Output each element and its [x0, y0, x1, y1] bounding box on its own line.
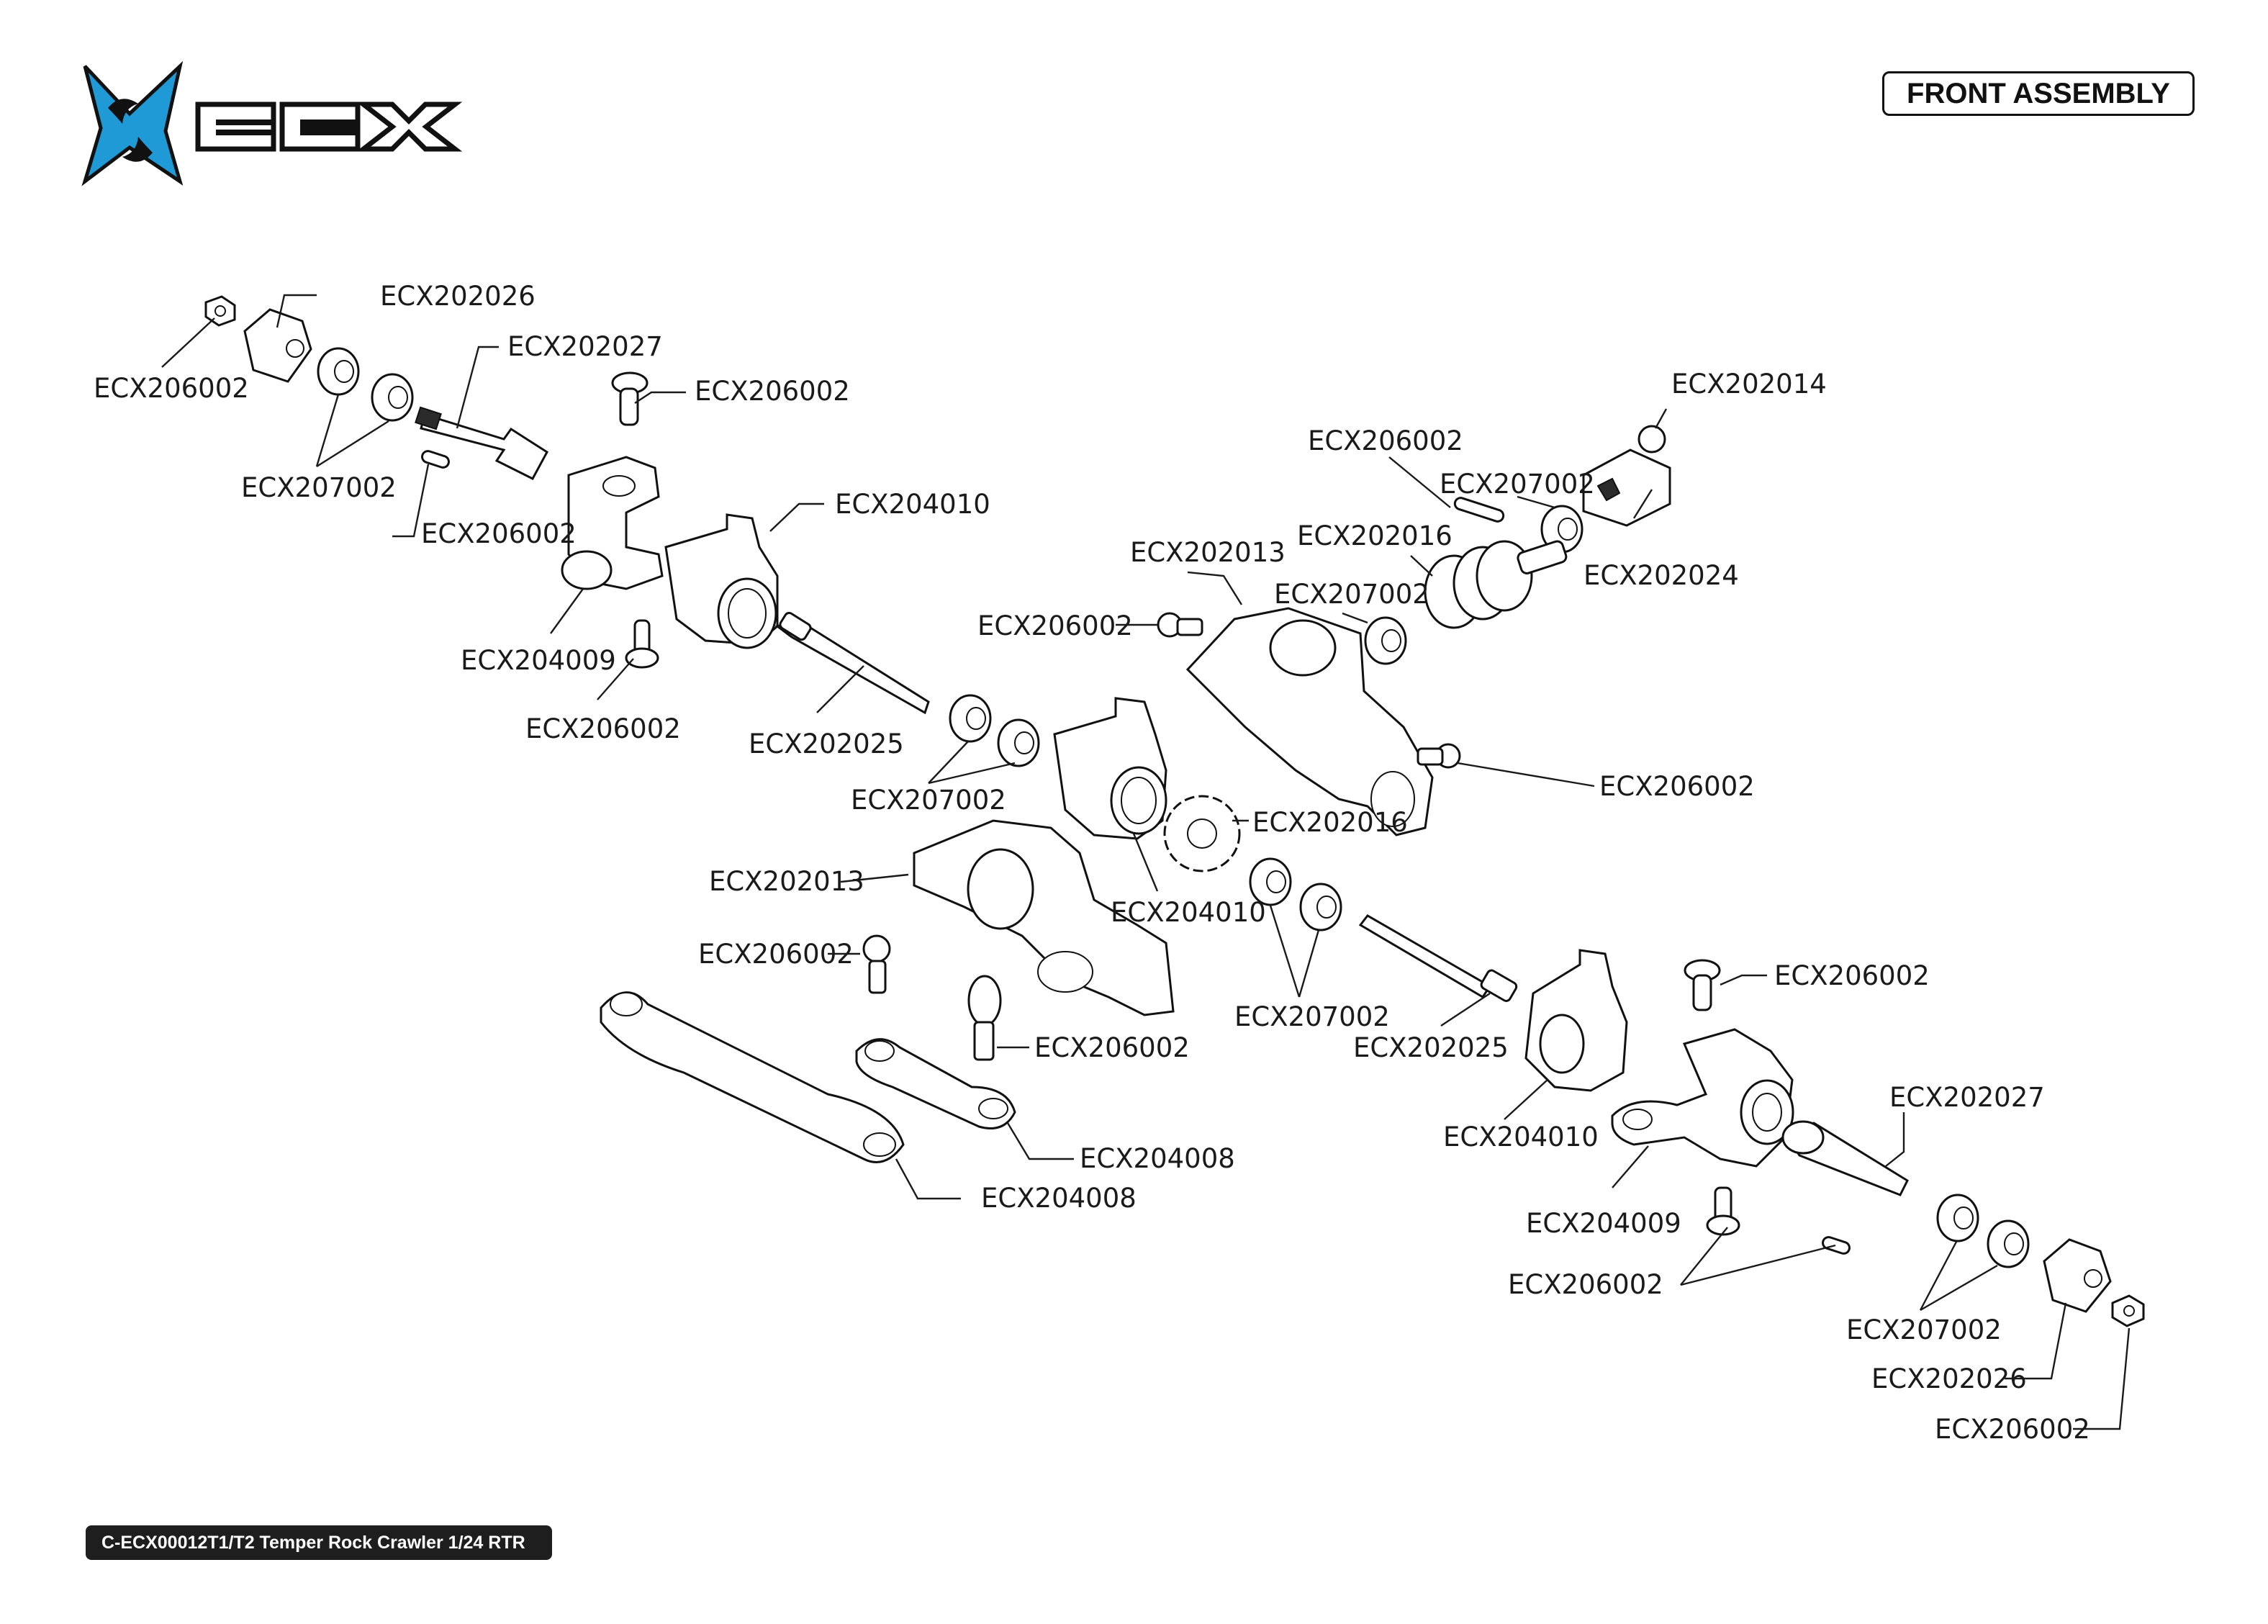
e-clip-upper-right: [1637, 425, 1666, 454]
axle-lower-right: [1781, 1120, 1909, 1196]
lock-nut-lower-right: [2111, 1294, 2145, 1327]
knuckle-upper-left: [561, 456, 664, 590]
callout-c23: ECX204010: [1111, 897, 1266, 928]
bearing-upper-left-2: [371, 373, 414, 422]
page-title: FRONT ASSEMBLY: [1882, 71, 2195, 116]
callout-c34: ECX206002: [1508, 1269, 1663, 1300]
bearing-lower-center-1: [1249, 857, 1292, 906]
callout-c19: ECX206002: [977, 610, 1133, 641]
bearing-mid-right: [1364, 616, 1407, 665]
callout-c12: ECX202014: [1671, 369, 1827, 400]
callout-c36: ECX202026: [1871, 1363, 2027, 1394]
bearing-lower-center-2: [1299, 883, 1342, 931]
spool-upper-right: [1424, 540, 1568, 629]
callout-c26: ECX207002: [1234, 1001, 1390, 1032]
c-hub-lower-right: [1524, 949, 1628, 1092]
c-hub-center: [1053, 697, 1167, 840]
drive-axle-lower: [1358, 914, 1518, 1002]
bearing-center-1: [949, 694, 992, 743]
callout-c14: ECX207002: [1440, 469, 1595, 500]
callout-c6: ECX206002: [421, 518, 577, 549]
callout-c35: ECX207002: [1846, 1314, 2002, 1345]
bearing-lower-right-2: [1987, 1219, 2030, 1268]
pin-upper-right: [1453, 497, 1505, 523]
callout-c13: ECX206002: [1308, 425, 1463, 456]
tie-rod-long: [600, 991, 905, 1163]
parts-layer: [204, 295, 2145, 1327]
screw-upper-left: [611, 371, 649, 426]
screw-left-lower: [625, 619, 659, 669]
callout-c27: ECX202025: [1353, 1032, 1509, 1063]
pin-upper-left: [421, 450, 450, 469]
callout-c4: ECX206002: [695, 376, 850, 407]
callout-c29: ECX204008: [981, 1183, 1137, 1214]
callout-labels: ECX202026 ECX206002 ECX202027 ECX206002 …: [94, 281, 2090, 1445]
callout-c2: ECX206002: [94, 373, 249, 404]
callout-c28: ECX204008: [1080, 1143, 1235, 1174]
callout-c7: ECX204010: [835, 489, 990, 520]
lock-nut-upper-left: [204, 295, 236, 327]
model-footer: C-ECX00012T1/T2 Temper Rock Crawler 1/24…: [86, 1525, 552, 1560]
c-hub-upper-left: [664, 513, 779, 649]
diff-locker-upper-right: [1582, 448, 1671, 527]
bearing-center-2: [997, 718, 1040, 767]
knuckle-lower-right: [1611, 1028, 1794, 1168]
pivot-ball-center: [967, 975, 1002, 1061]
tie-rod-short: [855, 1038, 1016, 1129]
callout-c9: ECX206002: [525, 713, 681, 744]
callout-c32: ECX202027: [1889, 1082, 2045, 1113]
ecx-logo: [81, 60, 463, 186]
callout-c10: ECX202025: [749, 728, 904, 759]
callout-c22: ECX202013: [709, 866, 864, 897]
screw-lower-right: [1684, 959, 1721, 1011]
callout-c33: ECX204009: [1526, 1208, 1681, 1239]
callout-c25: ECX206002: [1034, 1032, 1190, 1063]
axle-housing-right: [1185, 607, 1434, 836]
bearing-upper-right: [1540, 505, 1583, 554]
pin-lower-right: [1822, 1236, 1851, 1255]
callout-c1: ECX202026: [380, 281, 536, 312]
axle-upper-left: [415, 406, 548, 480]
callout-c8: ECX204009: [461, 645, 616, 676]
pinion-gear-center: [1163, 795, 1241, 872]
callout-c21: ECX202016: [1252, 807, 1408, 838]
hex-hub-lower-right: [2043, 1238, 2112, 1313]
pivot-ball-right: [1417, 743, 1461, 769]
callout-c5: ECX207002: [241, 472, 397, 503]
screw-lower-right-2: [1706, 1186, 1740, 1236]
bearing-upper-left-1: [317, 347, 360, 396]
callout-c20: ECX206002: [1599, 771, 1755, 802]
pivot-ball-left: [862, 934, 891, 994]
callout-c11: ECX207002: [851, 785, 1006, 816]
callout-c18: ECX207002: [1274, 579, 1429, 610]
callout-c16: ECX202024: [1583, 560, 1739, 591]
callout-c37: ECX206002: [1935, 1414, 2090, 1445]
pivot-ball-upper: [1157, 612, 1203, 638]
leader-lines: [161, 294, 2131, 1430]
callout-c30: ECX206002: [1774, 960, 1930, 991]
callout-c17: ECX202013: [1130, 537, 1286, 568]
hex-hub-upper-left: [243, 308, 312, 383]
axle-housing-lower: [913, 819, 1175, 1016]
callout-c31: ECX204010: [1443, 1122, 1599, 1152]
callout-c24: ECX206002: [698, 939, 854, 970]
callout-c3: ECX202027: [507, 331, 663, 362]
drive-axle-upper: [774, 611, 930, 715]
callout-c15: ECX202016: [1297, 520, 1452, 551]
bearing-lower-right-1: [1936, 1194, 1979, 1242]
